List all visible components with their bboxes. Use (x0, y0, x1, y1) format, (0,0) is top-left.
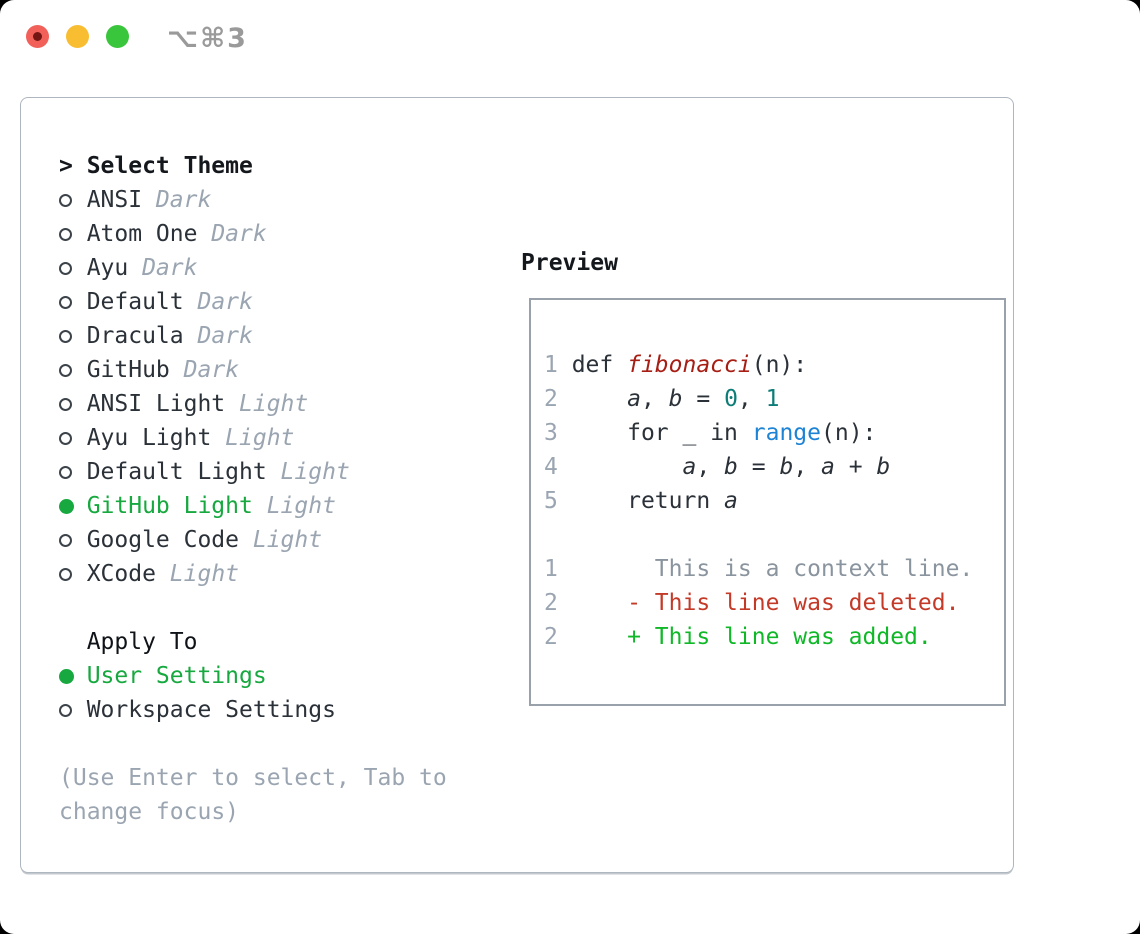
code-line: 4 a, b = b, a + b (544, 454, 891, 480)
theme-option-dracula[interactable]: Dracula Dark (59, 319, 447, 353)
radio-icon (59, 397, 87, 411)
select-theme-header: > Select Theme (59, 149, 447, 183)
theme-name: Ayu (86, 255, 129, 281)
code-line: 1 This is a context line. (544, 556, 974, 582)
theme-option-ayu[interactable]: Ayu Dark (59, 251, 447, 285)
apply-option-label: Workspace Settings (86, 697, 336, 723)
theme-option-github[interactable]: GitHub Dark (59, 353, 447, 387)
theme-name: GitHub (86, 357, 170, 383)
hint-line-2: change focus) (59, 799, 240, 825)
theme-option-ayu-light[interactable]: Ayu Light Light (59, 421, 447, 455)
code-line: 5 return a (544, 488, 738, 514)
apply-to-header-row: Apply To (59, 625, 447, 659)
radio-icon (59, 465, 87, 479)
radio-selected-icon (59, 668, 87, 684)
unsaved-dot-icon (33, 32, 42, 41)
theme-variant: Dark (128, 255, 198, 281)
theme-name: Google Code (86, 527, 240, 553)
theme-variant: Dark (169, 357, 240, 383)
theme-variant: Light (225, 391, 309, 417)
hint-line-1: (Use Enter to select, Tab to (59, 765, 447, 791)
radio-icon (59, 193, 87, 207)
window-titlebar: ⌥⌘3 (26, 23, 246, 54)
theme-option-google-code[interactable]: Google Code Light (59, 523, 447, 557)
theme-name: ANSI (86, 187, 143, 213)
code-line: 3 for _ in range(n): (544, 420, 877, 446)
theme-option-default[interactable]: Default Dark (59, 285, 447, 319)
zoom-button[interactable] (106, 25, 129, 48)
theme-name: Dracula (86, 323, 184, 349)
code-line (544, 518, 1004, 552)
theme-variant: Dark (183, 289, 253, 315)
select-theme-title: Select Theme (86, 153, 253, 179)
radio-icon (59, 227, 87, 241)
theme-name: Ayu Light (86, 425, 212, 451)
keyboard-hint: (Use Enter to select, Tab to change focu… (59, 761, 447, 829)
radio-icon (59, 261, 87, 275)
cursor-arrow-icon: > (59, 153, 73, 179)
apply-to-title: Apply To (86, 629, 198, 655)
minimize-button[interactable] (66, 25, 89, 48)
radio-icon (59, 363, 87, 377)
theme-option-xcode[interactable]: XCode Light (59, 557, 447, 591)
radio-icon (59, 431, 87, 445)
preview-title: Preview (521, 250, 618, 276)
close-button[interactable] (26, 25, 49, 48)
code-line: 2 a, b = 0, 1 (544, 386, 780, 412)
theme-name: Atom One (86, 221, 198, 247)
apply-option-label: User Settings (86, 663, 267, 689)
radio-icon (59, 533, 87, 547)
window-title: ⌥⌘3 (167, 23, 248, 54)
radio-selected-icon (59, 498, 87, 514)
theme-name: GitHub Light (86, 493, 253, 519)
apply-option-user-settings[interactable]: User Settings (59, 659, 447, 693)
theme-variant: Dark (142, 187, 212, 213)
radio-icon (59, 703, 87, 717)
theme-variant: Dark (197, 221, 267, 247)
theme-variant: Light (239, 527, 323, 553)
theme-variant: Dark (183, 323, 253, 349)
radio-icon (59, 295, 87, 309)
theme-variant: Light (252, 493, 336, 519)
theme-variant: Light (266, 459, 350, 485)
radio-icon (59, 329, 87, 343)
preview-code: 1 def fibonacci(n): 2 a, b = 0, 1 3 for _ … (531, 300, 1004, 654)
theme-name: XCode (86, 561, 156, 587)
theme-option-github-light[interactable]: GitHub Light Light (59, 489, 447, 523)
radio-icon (59, 567, 87, 581)
theme-variant: Light (155, 561, 240, 587)
theme-variant: Light (211, 425, 295, 451)
theme-option-default-light[interactable]: Default Light Light (59, 455, 447, 489)
apply-option-workspace-settings[interactable]: Workspace Settings (59, 693, 447, 727)
theme-option-ansi-light[interactable]: ANSI Light Light (59, 387, 447, 421)
theme-option-atom-one[interactable]: Atom One Dark (59, 217, 447, 251)
code-line: 1 def fibonacci(n): (544, 352, 808, 378)
theme-name: Default (86, 289, 184, 315)
theme-name: Default Light (86, 459, 267, 485)
theme-name: ANSI Light (86, 391, 226, 417)
theme-option-ansi[interactable]: ANSI Dark (59, 183, 447, 217)
preview-box: 1 def fibonacci(n): 2 a, b = 0, 1 3 for _ … (529, 298, 1006, 706)
code-line: 2 + This line was added. (544, 624, 932, 650)
code-line: 2 - This line was deleted. (544, 590, 960, 616)
